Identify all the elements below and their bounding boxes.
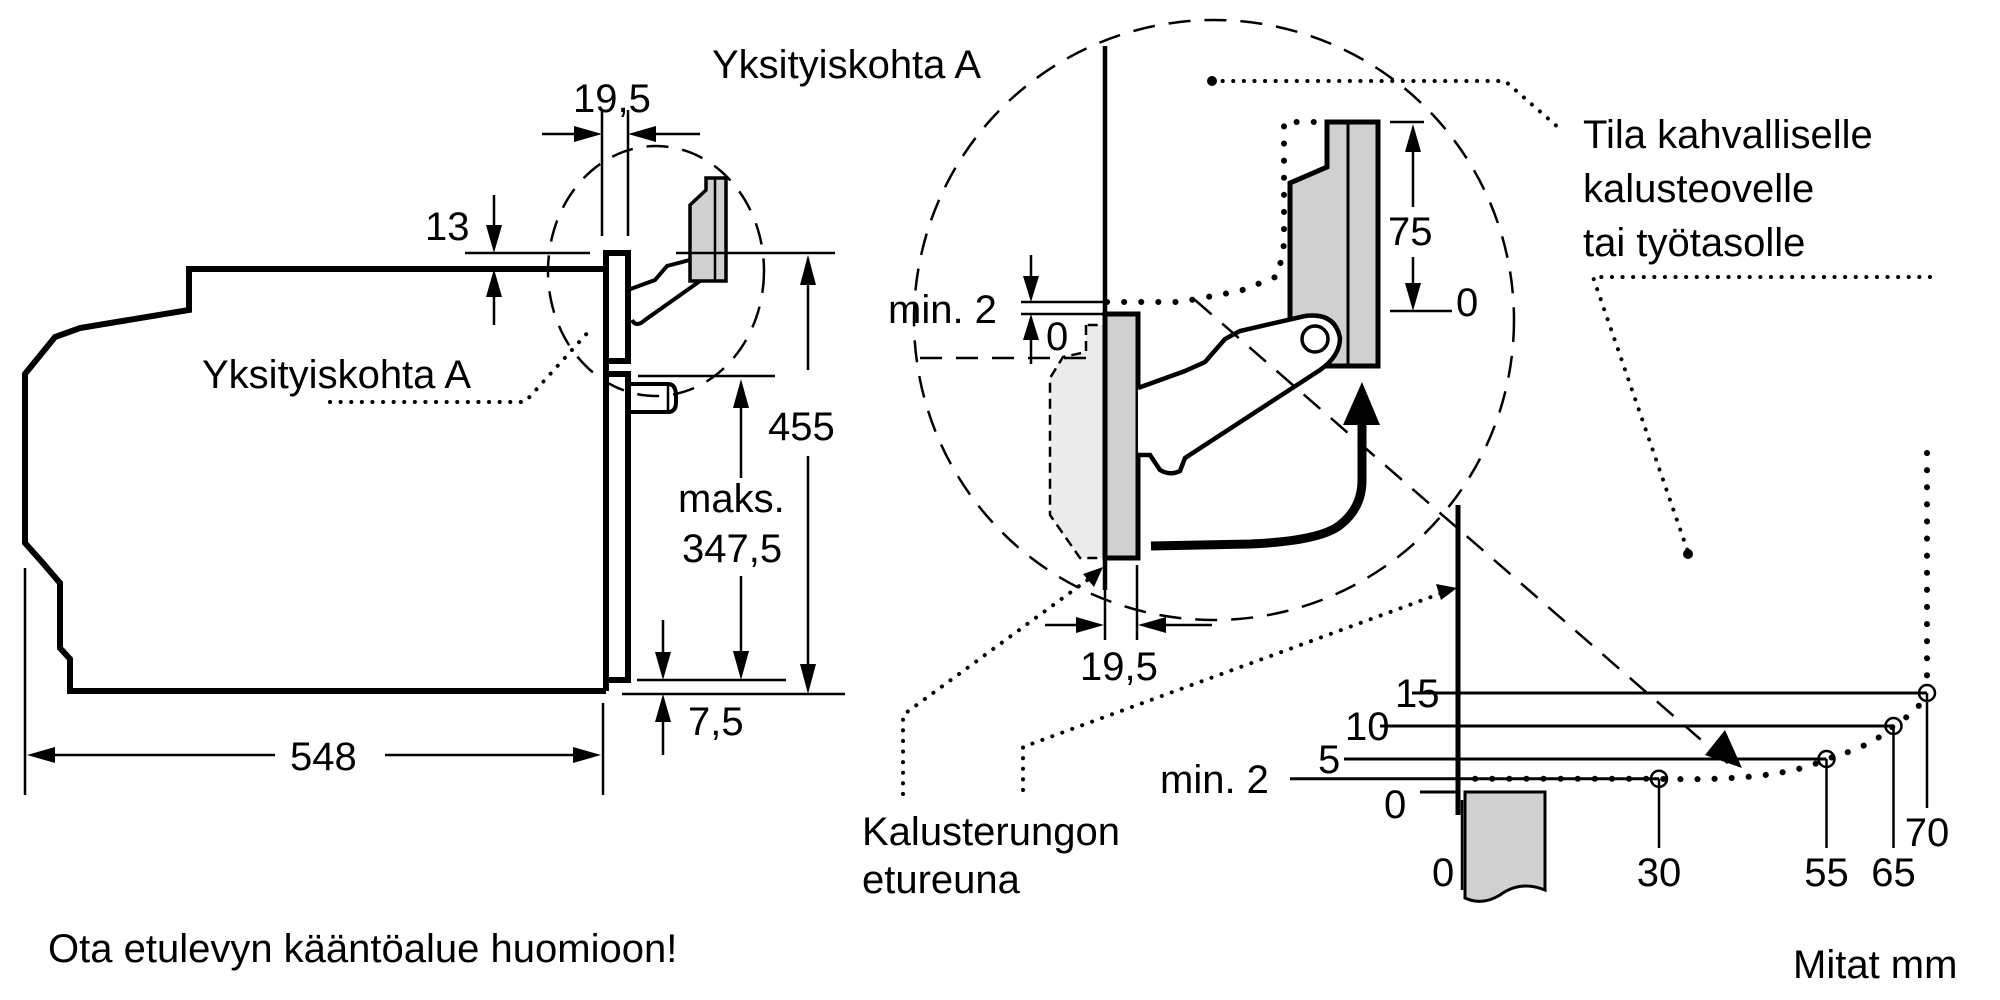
y-label: 5 [1318,738,1340,782]
x-label: 65 [1871,851,1916,895]
swing-arrow [1150,420,1367,551]
x-label: 30 [1637,851,1682,895]
detail-a-label-left: Yksityiskohta A [202,353,471,397]
x-label: 55 [1804,851,1849,895]
dim-zero-detail: 0 [1046,315,1068,359]
dim-top-offset: 13 [425,205,470,249]
cabinet-edge-leader-1 [901,571,1099,796]
space-note-line1: Tila kahvalliselle [1583,113,1873,157]
detail-a-circle-large [912,18,1516,622]
x-label-0: 0 [1432,851,1454,895]
y-label-0: 0 [1384,783,1406,827]
oven-side-view [22,144,766,694]
cabinet-edge-label-line2: etureuna [862,858,1021,902]
dim-max-value: 347,5 [682,527,782,571]
dim-depth: 548 [290,735,357,779]
clearance-curve [1455,690,1930,783]
clearance-point [1817,749,1836,769]
y-label: 10 [1345,705,1390,749]
oven-door-detail [1102,311,1141,561]
worktop-section [1463,790,1547,903]
footer-note: Ota etulevyn kääntöalue huomioon! [48,927,677,971]
detail-a-label-top: Yksityiskohta A [712,43,981,87]
detail-a-leader [328,328,592,404]
dim-75-zero: 0 [1456,281,1478,325]
clearance-point [1917,683,1937,703]
cabinet-edge-label-line1: Kalusterungon [862,810,1120,854]
y-label: min. 2 [1160,758,1269,802]
left-dimensions: 19,5 13 455 maks. 347,5 7,5 [23,77,845,795]
dim-door-thickness-detail: 19,5 [1080,645,1158,689]
dim-75: 75 [1388,210,1433,254]
oven-body-outline [22,266,606,694]
detail-a-enlarged: Yksityiskohta A 75 0 [712,18,1742,902]
door-swing-path [1194,299,1731,766]
y-label: 15 [1395,672,1440,716]
space-note-leader-2 [1590,275,1932,554]
hinge-arm-detail [1137,313,1343,476]
cabinet-door-small [688,176,728,283]
space-note-leader [1210,79,1562,131]
detail-a-circle-small [546,144,766,398]
dim-min-2-detail: min. 2 [888,288,997,332]
clearance-point [1649,769,1669,789]
x-label: 70 [1905,811,1950,855]
units-label: Mitat mm [1793,943,1957,987]
dim-max-label: maks. [678,477,785,521]
space-note-line2: kalusteovelle [1583,167,1814,211]
oven-door [603,250,631,691]
space-note: Tila kahvalliselle kalusteovelle tai työ… [1583,113,1932,691]
dim-total-height: 455 [768,405,835,449]
clearance-point [1884,716,1903,736]
oven-frame-dashed [1048,323,1106,560]
oven-knob [628,382,678,414]
hinge-pivot-detail [1300,324,1330,354]
dim-door-thickness-top: 19,5 [573,77,651,121]
cabinet-edge-leader-2 [1021,588,1452,792]
dim-bottom-offset: 7,5 [688,700,744,744]
space-note-line3: tai työtasolle [1583,221,1805,265]
